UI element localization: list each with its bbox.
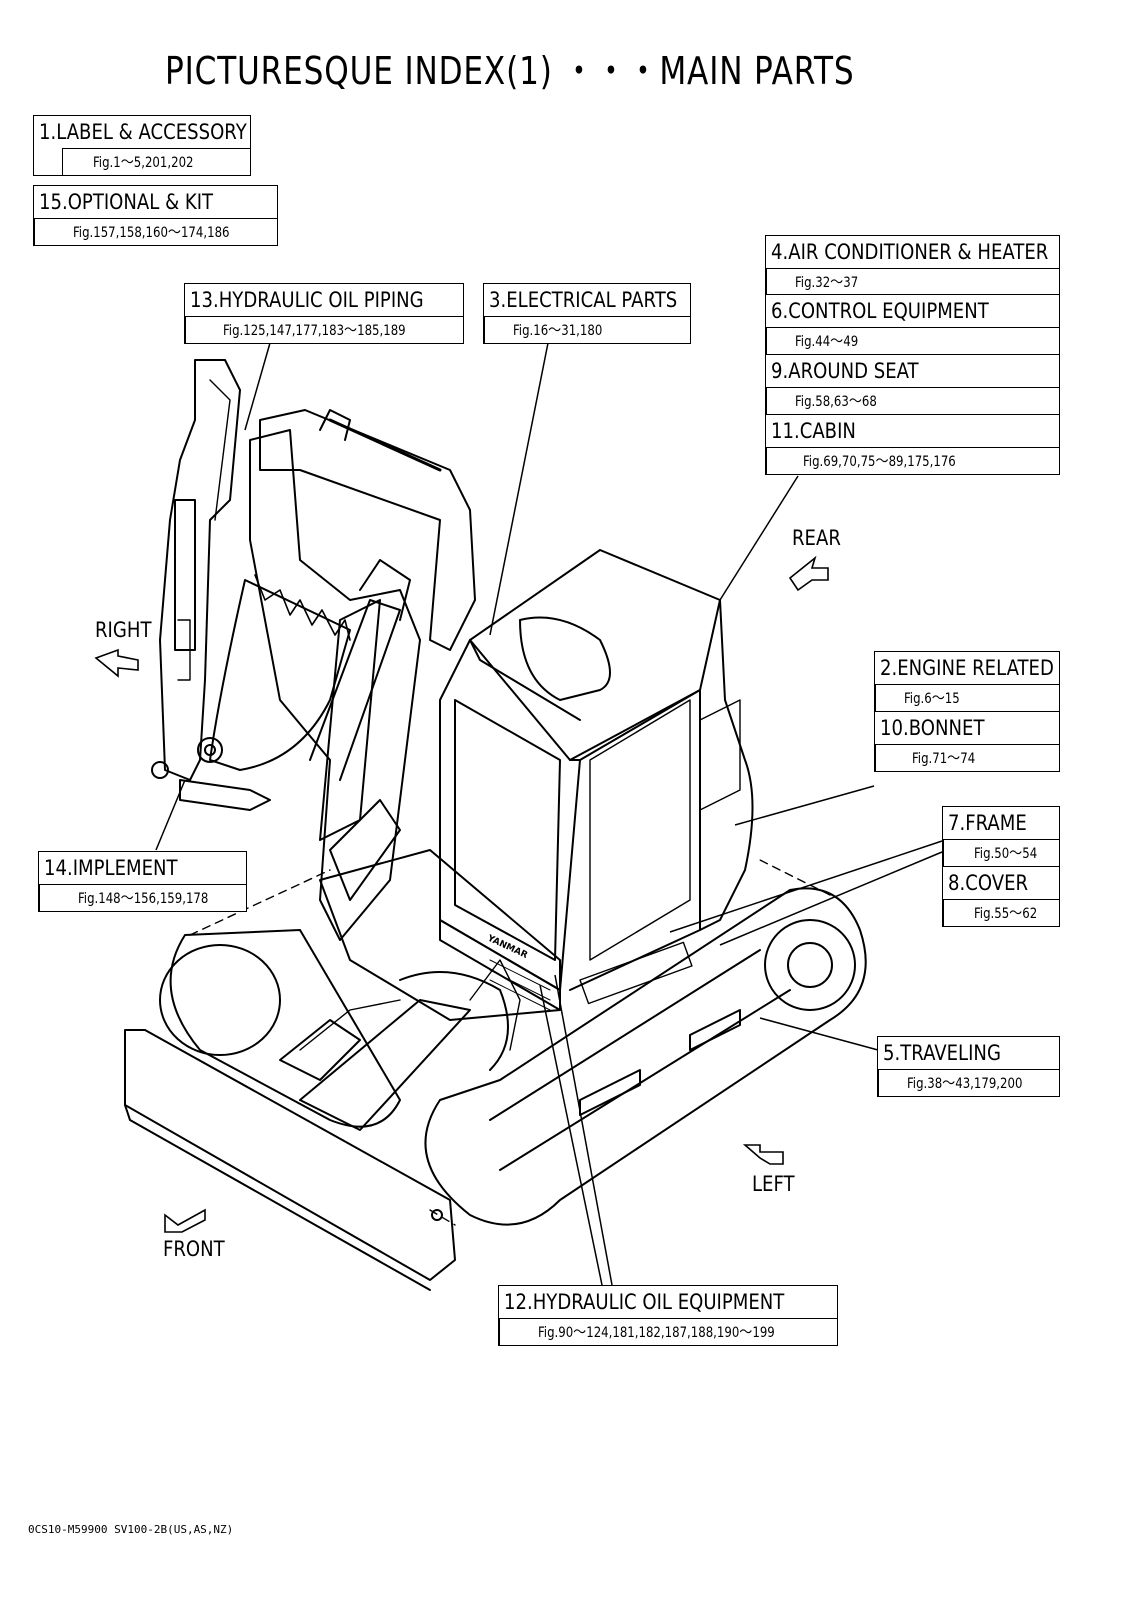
leader-14 xyxy=(155,779,186,851)
leader-3 xyxy=(489,342,549,636)
dozer-blade xyxy=(124,1029,456,1291)
machine-logo: YANMAR xyxy=(485,933,529,961)
left-track xyxy=(159,929,401,1128)
leader-8 xyxy=(719,851,943,946)
label-label-accessory[interactable]: 1.LABEL & ACCESSORY Fig.1～5,201,202 xyxy=(33,115,251,176)
label-frame[interactable]: 7.FRAME Fig.50～54 xyxy=(942,806,1060,867)
label-optional-kit[interactable]: 15.OPTIONAL & KIT Fig.157,158,160～174,18… xyxy=(33,185,278,246)
document-code: 0CS10-M59900 SV100-2B(US,AS,NZ) xyxy=(28,1523,234,1536)
leader-lines xyxy=(155,342,943,1286)
label-hydraulic-oil-equipment[interactable]: 12.HYDRAULIC OIL EQUIPMENT Fig.90～124,18… xyxy=(498,1285,838,1346)
label-implement[interactable]: 14.IMPLEMENT Fig.148～156,159,178 xyxy=(38,851,247,912)
leader-13 xyxy=(244,342,271,431)
leader-12b xyxy=(554,974,613,1286)
right-track xyxy=(424,887,867,1226)
right-arrow-icon xyxy=(94,648,139,678)
label-bonnet[interactable]: 10.BONNET Fig.71～74 xyxy=(874,711,1060,772)
page-title: PICTURESQUE INDEX(1) ・・・MAIN PARTS xyxy=(165,49,855,93)
direction-right: RIGHT xyxy=(95,618,152,642)
direction-left: LEFT xyxy=(752,1172,795,1196)
left-arrow-icon xyxy=(742,1144,784,1165)
label-traveling[interactable]: 5.TRAVELING Fig.38～43,179,200 xyxy=(877,1036,1060,1097)
label-around-seat[interactable]: 9.AROUND SEAT Fig.58,63～68 xyxy=(765,354,1060,415)
leader-5 xyxy=(759,1017,879,1051)
rear-arrow-icon xyxy=(788,555,829,592)
label-control-equipment[interactable]: 6.CONTROL EQUIPMENT Fig.44～49 xyxy=(765,294,1060,355)
label-cover[interactable]: 8.COVER Fig.55～62 xyxy=(942,866,1060,927)
front-arrow-icon xyxy=(164,1208,206,1233)
direction-rear: REAR xyxy=(792,526,841,550)
arm xyxy=(151,359,241,781)
label-air-conditioner-heater[interactable]: 4.AIR CONDITIONER & HEATER Fig.32～37 xyxy=(765,235,1060,296)
cabin xyxy=(439,549,754,1011)
boom xyxy=(249,409,476,941)
bucket xyxy=(179,574,351,811)
label-engine-related[interactable]: 2.ENGINE RELATED Fig.6～15 xyxy=(874,651,1060,712)
leader-10 xyxy=(734,785,875,826)
leader-7 xyxy=(669,840,943,933)
leader-11 xyxy=(719,475,799,601)
leader-12a xyxy=(539,984,603,1286)
direction-front: FRONT xyxy=(163,1237,225,1261)
label-electrical-parts[interactable]: 3.ELECTRICAL PARTS Fig.16～31,180 xyxy=(483,283,691,344)
label-cabin[interactable]: 11.CABIN Fig.69,70,75～89,175,176 xyxy=(765,414,1060,475)
label-hydraulic-oil-piping[interactable]: 13.HYDRAULIC OIL PIPING Fig.125,147,177,… xyxy=(184,283,464,344)
